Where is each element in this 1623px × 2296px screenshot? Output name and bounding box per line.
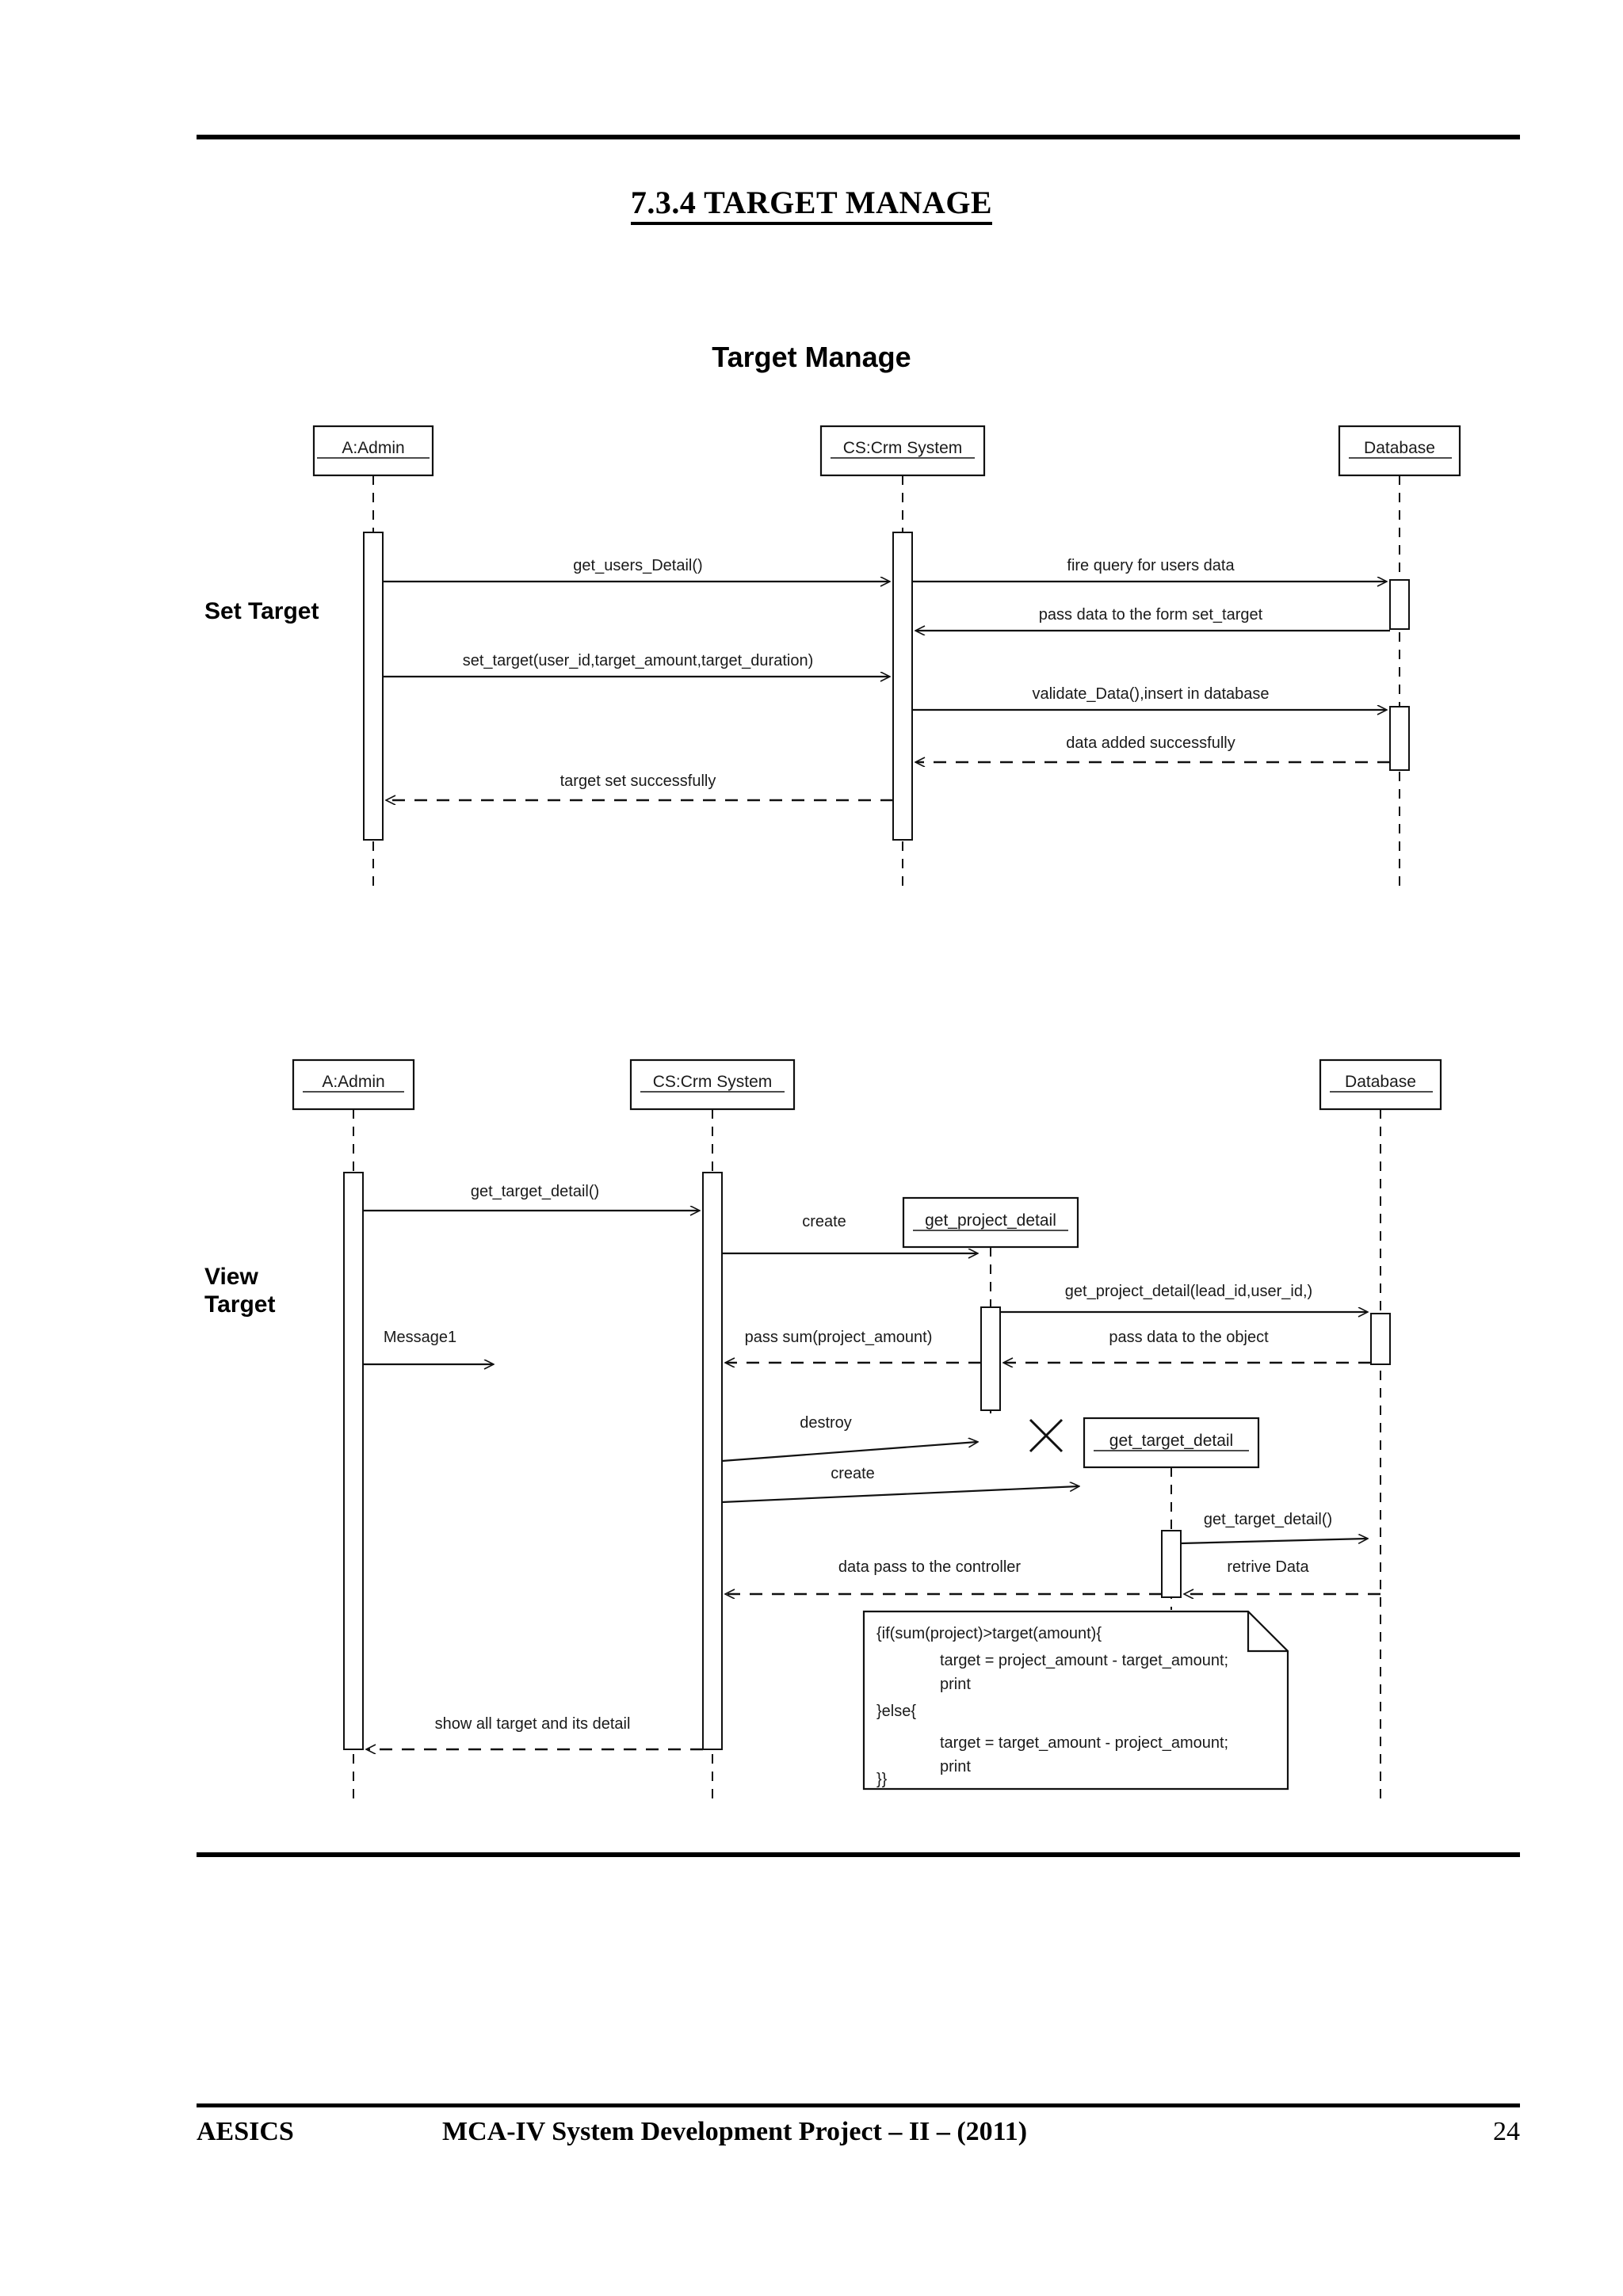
diagram-title: Target Manage — [712, 341, 911, 373]
message-label: retrive Data — [1227, 1558, 1309, 1576]
note-line: {if(sum(project)>target(amount){ — [876, 1625, 1102, 1642]
note-line: print — [940, 1676, 971, 1693]
lifeline-header-label: Database — [1345, 1073, 1416, 1091]
message-create-target-object: create — [721, 1465, 1079, 1504]
sequence-diagram-set-target: A:Admin CS:Crm System Database get_users… — [312, 425, 1461, 887]
message-label: get_project_detail(lead_id,user_id,) — [1065, 1283, 1312, 1300]
scenario-label-view-target-line2: Target — [204, 1291, 276, 1318]
message-label: Message1 — [384, 1329, 456, 1346]
note-line: }else{ — [876, 1703, 916, 1720]
message-label: data pass to the controller — [838, 1558, 1021, 1576]
message-get-users-detail: get_users_Detail() — [383, 557, 889, 582]
object-get-target-detail: get_target_detail — [1083, 1417, 1260, 1610]
note-line: target = project_amount - target_amount; — [940, 1652, 1228, 1669]
scenario-label-view-target-line1: View — [204, 1264, 258, 1290]
message-label: validate_Data(),insert in database — [1032, 685, 1269, 703]
content-bottom-rule — [197, 1852, 1520, 1857]
message-destroy: destroy — [721, 1414, 977, 1463]
lifeline-cs-crm-system: CS:Crm System — [629, 1058, 796, 1798]
scenario-label-set-target: Set Target — [204, 598, 319, 624]
lifeline-header-label: CS:Crm System — [843, 439, 963, 457]
message-label: create — [802, 1213, 846, 1230]
note-line: }} — [876, 1771, 888, 1788]
scenario-label-view-target: View Target — [204, 1264, 275, 1318]
page-footer: AESICS MCA-IV System Development Project… — [197, 2117, 1520, 2147]
message-target-set-successfully: target set successfully — [387, 772, 893, 800]
message-label: data added successfully — [1066, 734, 1235, 752]
message-label: get_target_detail() — [471, 1183, 599, 1200]
footer-rule — [197, 2103, 1520, 2107]
lifeline-header-label: A:Admin — [322, 1073, 384, 1091]
lifeline-database: Database — [1319, 1058, 1442, 1798]
note-box: {if(sum(project)>target(amount){ target … — [862, 1610, 1289, 1791]
message-label: pass sum(project_amount) — [745, 1329, 933, 1346]
footer-page-number: 24 — [1493, 2117, 1520, 2146]
object-header-label: get_target_detail — [1109, 1432, 1233, 1450]
message-show-all-target-and-its-detail: show all target and its detail — [367, 1715, 703, 1749]
lifeline-a-admin: A:Admin — [312, 425, 434, 887]
message-label: pass data to the form set_target — [1039, 606, 1263, 624]
page-title-text: 7.3.4 TARGET MANAGE — [630, 185, 993, 225]
message-validate-data-insert: validate_Data(),insert in database — [912, 685, 1386, 710]
message-label: get_target_detail() — [1204, 1511, 1332, 1528]
note-line: target = target_amount - project_amount; — [940, 1734, 1228, 1752]
lifeline-header-label: A:Admin — [342, 439, 404, 457]
object-get-project-detail: get_project_detail — [902, 1196, 1079, 1418]
lifeline-header-label: Database — [1364, 439, 1435, 457]
message-get-project-detail-params: get_project_detail(lead_id,user_id,) — [1000, 1283, 1367, 1312]
message-label: create — [831, 1465, 875, 1482]
note-line: print — [940, 1758, 971, 1775]
sequence-diagram-view-target: A:Admin CS:Crm System Database get_proje… — [292, 1058, 1442, 1798]
object-header-label: get_project_detail — [925, 1211, 1056, 1230]
message-create-project-object: create — [722, 1213, 977, 1253]
message-pass-data-to-form-set-target: pass data to the form set_target — [916, 606, 1390, 631]
message-message1: Message1 — [363, 1329, 493, 1364]
message-pass-sum-project-amount: pass sum(project_amount) — [726, 1329, 981, 1363]
message-set-target: set_target(user_id,target_amount,target_… — [383, 652, 889, 677]
message-label: target set successfully — [560, 772, 716, 790]
lifeline-database: Database — [1338, 425, 1461, 887]
message-data-added-successfully: data added successfully — [916, 734, 1390, 762]
message-label: get_users_Detail() — [573, 557, 702, 574]
message-fire-query-for-users-data: fire query for users data — [912, 557, 1386, 582]
message-get-target-detail-call: get_target_detail() — [1180, 1511, 1367, 1545]
message-label: destroy — [800, 1414, 852, 1432]
lifeline-header-label: CS:Crm System — [653, 1073, 773, 1091]
message-label: show all target and its detail — [435, 1715, 631, 1733]
header-rule — [197, 135, 1520, 139]
message-get-target-detail: get_target_detail() — [363, 1183, 699, 1211]
message-data-pass-to-the-controller: data pass to the controller — [726, 1558, 1162, 1594]
footer-center-text: MCA-IV System Development Project – II –… — [442, 2117, 1028, 2146]
footer-organization: AESICS — [197, 2117, 294, 2146]
lifeline-a-admin: A:Admin — [292, 1058, 415, 1798]
message-retrive-data: retrive Data — [1185, 1558, 1381, 1594]
message-label: pass data to the object — [1109, 1329, 1269, 1346]
page-title: 7.3.4 TARGET MANAGE — [0, 184, 1623, 225]
message-pass-data-to-the-object: pass data to the object — [1004, 1329, 1371, 1363]
message-label: set_target(user_id,target_amount,target_… — [463, 652, 814, 669]
lifeline-cs-crm-system: CS:Crm System — [819, 425, 986, 887]
destruction-marker-icon — [1029, 1418, 1064, 1453]
message-label: fire query for users data — [1067, 557, 1235, 574]
